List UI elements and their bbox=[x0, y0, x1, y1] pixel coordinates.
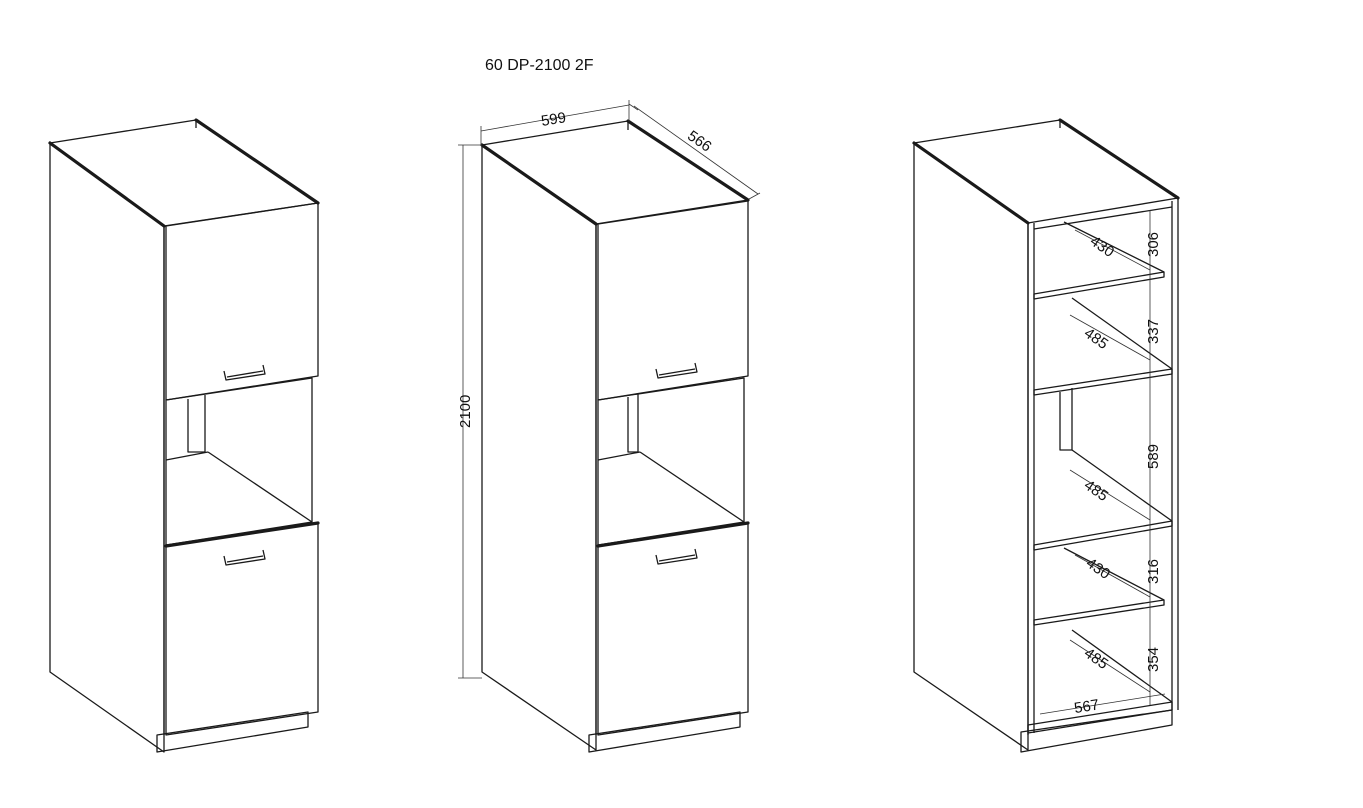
upper-door-handle bbox=[655, 362, 698, 379]
depth-label: 566 bbox=[684, 127, 714, 155]
compartment-height-label-3: 589 bbox=[1145, 444, 1162, 469]
plinth bbox=[156, 711, 309, 753]
cabinet-left-closed bbox=[48, 118, 320, 753]
lower-door-handle bbox=[223, 549, 266, 566]
cabinet-middle-dimensioned: 599 566 2100 bbox=[457, 100, 761, 753]
side-panel bbox=[481, 144, 597, 751]
lower-door bbox=[597, 522, 749, 736]
plinth bbox=[1020, 709, 1173, 753]
shelf-depth-label-4: 430 bbox=[1083, 555, 1113, 583]
shelf-depth-label-1: 430 bbox=[1087, 233, 1117, 261]
compartment-height-label-2: 337 bbox=[1145, 319, 1162, 344]
upper-door-handle bbox=[223, 364, 266, 381]
compartment-height-label-5: 354 bbox=[1145, 647, 1162, 672]
shelf-4 bbox=[1033, 599, 1165, 626]
side-panel bbox=[49, 142, 165, 753]
cabinet-right-open: 430 485 485 430 485 567 306 337 589 316 … bbox=[912, 118, 1180, 753]
inner-width-label: 567 bbox=[1073, 696, 1100, 717]
plinth bbox=[588, 711, 741, 753]
appliance-niche bbox=[597, 377, 745, 546]
lower-door bbox=[165, 522, 319, 736]
upper-door bbox=[597, 200, 749, 401]
shelf-3 bbox=[1033, 520, 1173, 551]
top-panel bbox=[49, 119, 319, 227]
lower-door-handle bbox=[655, 548, 698, 565]
shelf-depth-label-5: 485 bbox=[1081, 645, 1111, 673]
side-panel bbox=[913, 142, 1029, 751]
compartment-height-label-1: 306 bbox=[1145, 232, 1162, 257]
top-back-edge bbox=[194, 118, 320, 205]
shelf-2 bbox=[1033, 368, 1173, 396]
width-label: 599 bbox=[540, 109, 567, 130]
model-title: 60 DP-2100 2F bbox=[485, 57, 594, 74]
shelf-depth-label-2: 485 bbox=[1081, 325, 1111, 353]
upper-door bbox=[165, 202, 319, 401]
width-dimension-line bbox=[480, 104, 630, 132]
compartment-height-label-4: 316 bbox=[1145, 559, 1162, 584]
shelf-1 bbox=[1033, 271, 1165, 300]
depth-dimension-line bbox=[633, 105, 759, 195]
shelf-depth-label-3: 485 bbox=[1081, 477, 1111, 505]
height-label: 2100 bbox=[457, 395, 474, 428]
